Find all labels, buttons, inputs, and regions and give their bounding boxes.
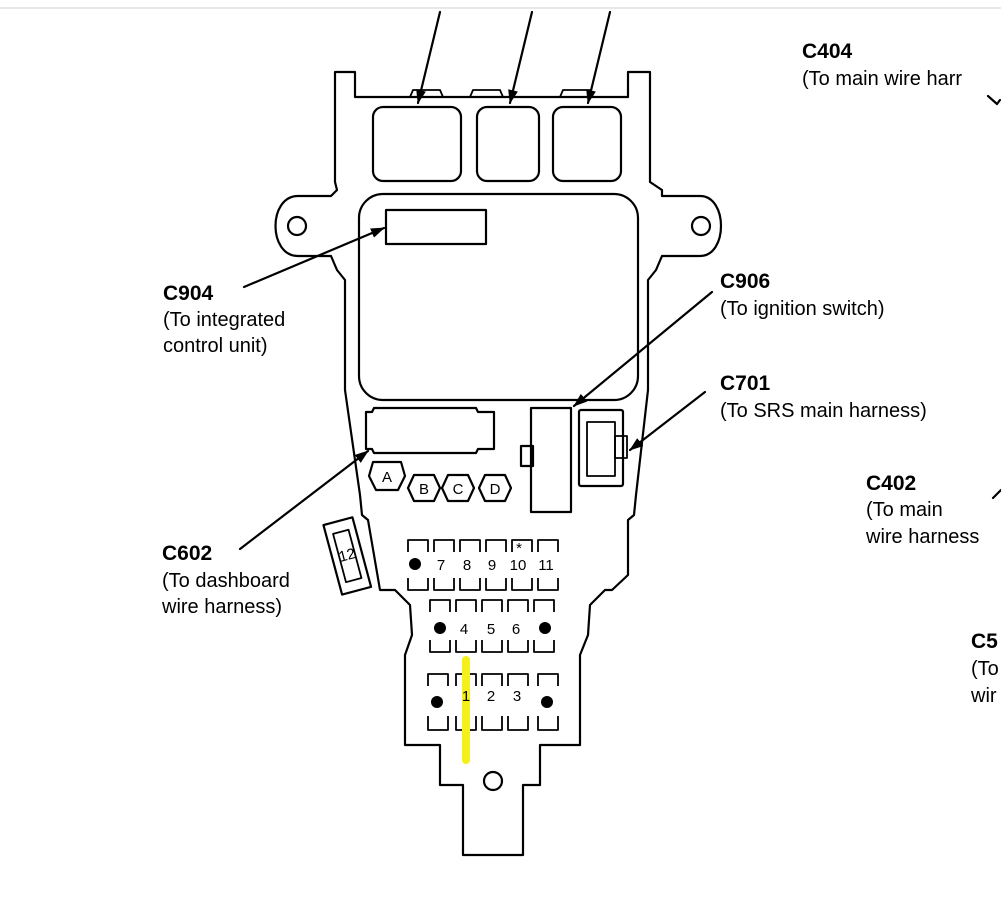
c906-tab — [519, 444, 535, 468]
pin-row-top — [407, 539, 559, 591]
c701-code: C701 — [720, 372, 771, 395]
pin-3: 3 — [513, 688, 521, 705]
arrow-top-middle — [508, 10, 534, 105]
c602-socket — [364, 406, 496, 455]
pin-12-plug: 12 — [322, 516, 373, 596]
c404-code: C404 — [802, 40, 853, 63]
pin-dot — [434, 622, 446, 634]
mounting-hole-right — [690, 215, 712, 237]
fuse-a — [367, 460, 407, 492]
arrow-c904 — [242, 226, 386, 289]
fuse-c — [440, 473, 476, 503]
pin-row-middle — [429, 599, 555, 653]
pin-10-star: * — [516, 540, 522, 557]
pin-4: 4 — [460, 621, 468, 638]
pin-1: 1 — [462, 688, 470, 705]
c602-code: C602 — [162, 542, 212, 565]
c602-desc-line2: wire harness) — [161, 596, 282, 618]
pin-9: 9 — [488, 557, 496, 574]
arrow-c404-stub — [986, 94, 1001, 106]
fuse-label-c: C — [453, 481, 464, 498]
c701-latch — [614, 435, 628, 459]
c701-socket — [577, 408, 625, 488]
fuse-label-a: A — [382, 469, 392, 486]
pin-11: 11 — [538, 557, 554, 574]
mounting-hole-left — [286, 215, 308, 237]
c904-desc-line1: (To integrated — [163, 309, 285, 331]
fuse-label-d: D — [490, 481, 501, 498]
c906-socket — [529, 406, 573, 514]
arrow-c602 — [238, 449, 370, 551]
top-connector-right — [551, 105, 623, 183]
fuse-d — [477, 473, 513, 503]
arrow-c701 — [628, 390, 707, 452]
pin-6: 6 — [512, 621, 520, 638]
fuse-label-b: B — [419, 481, 429, 498]
c906-code: C906 — [720, 270, 770, 293]
pin-5: 5 — [487, 621, 495, 638]
pin-8: 8 — [463, 557, 471, 574]
pin-10: 10 — [510, 557, 527, 574]
arrow-c906 — [572, 290, 714, 408]
c5-code: C5 — [971, 630, 998, 653]
c701-desc: (To SRS main harness) — [720, 400, 927, 422]
pin-dot — [539, 622, 551, 634]
c906-desc: (To ignition switch) — [720, 298, 885, 320]
pin-dot — [409, 558, 421, 570]
c402-desc-line1: (To main — [866, 499, 943, 521]
arrow-top-right — [586, 10, 612, 105]
fuse-box-body — [274, 70, 722, 857]
c602-desc-line1: (To dashboard — [162, 570, 290, 592]
pin-7: 7 — [437, 557, 445, 574]
mounting-hole-bottom — [482, 770, 504, 792]
c904-desc-line2: control unit) — [163, 335, 268, 357]
pin-dot — [431, 696, 443, 708]
pin-2: 2 — [487, 688, 495, 705]
c5-desc-line2: wir — [970, 685, 997, 707]
svg-text:12: 12 — [337, 545, 358, 566]
control-unit-window — [357, 192, 640, 402]
c904-code: C904 — [163, 282, 214, 305]
c402-desc-line2: wire harness — [865, 526, 979, 548]
c402-code: C402 — [866, 472, 916, 495]
arrow-top-left — [416, 10, 442, 105]
c701-inner — [586, 421, 616, 477]
arrow-c402-stub — [991, 488, 1001, 500]
pin-dot — [541, 696, 553, 708]
fuse-b — [406, 473, 442, 503]
c904-socket — [384, 208, 488, 246]
c5-desc-line1: (To — [971, 658, 999, 680]
top-connector-left — [371, 105, 463, 183]
c404-desc: (To main wire harr — [802, 68, 962, 90]
top-connector-middle — [475, 105, 541, 183]
